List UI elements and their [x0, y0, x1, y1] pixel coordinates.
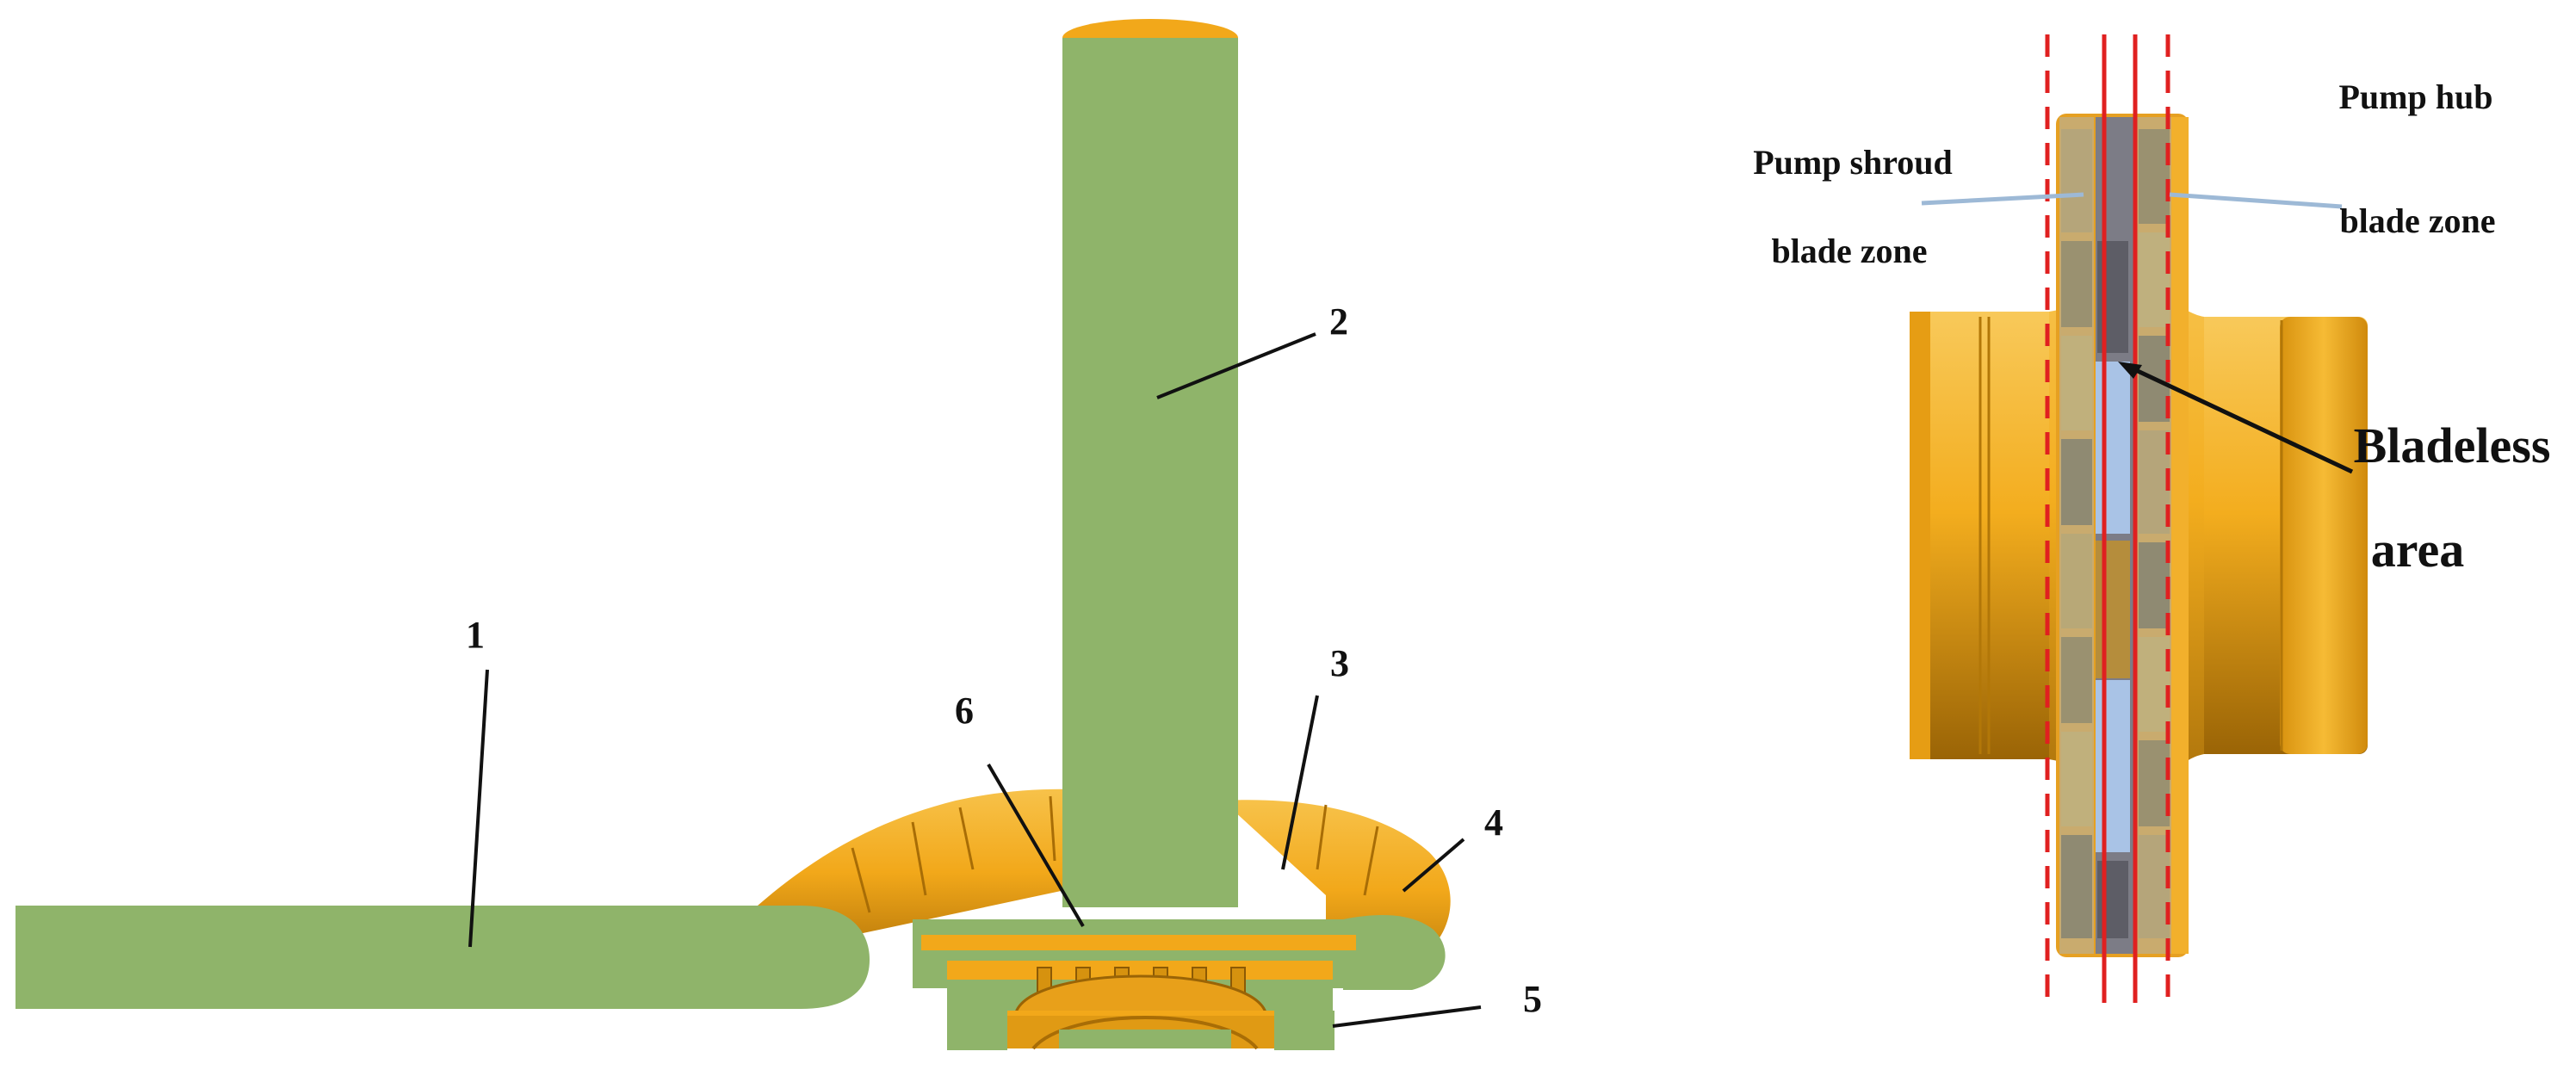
left-pump-model: 1 2 3 4 5 6 — [15, 19, 1542, 1050]
chamber-arc — [1031, 1016, 1259, 1050]
hub-label-line2: blade zone — [2339, 201, 2495, 240]
label-4: 4 — [1484, 801, 1503, 844]
outlet-pipe — [1062, 38, 1238, 907]
volute-tongue-fluid — [1343, 915, 1446, 990]
hub-blade-zone — [2139, 129, 2170, 938]
shroud-label-line2: blade zone — [1771, 232, 1927, 270]
bladeless-passage-1 — [2096, 362, 2130, 534]
bladeless-passage-2 — [2096, 541, 2130, 678]
hub-right-rim — [2280, 317, 2368, 754]
chamber-bottom-green — [1059, 1030, 1231, 1048]
label-1: 1 — [466, 614, 485, 656]
impeller-top-band — [947, 950, 1333, 961]
right-disc-edge — [2171, 117, 2189, 954]
impeller-ring-top — [921, 935, 1356, 950]
bladeless-arrowhead — [2118, 362, 2142, 379]
chamber-wall-left — [947, 1011, 1007, 1050]
bladeless-dark-1 — [2097, 241, 2128, 353]
bladeless-label-line2: area — [2371, 522, 2464, 578]
bladeless-passage-3 — [2096, 680, 2130, 852]
label-2: 2 — [1329, 300, 1348, 343]
leader-lines — [468, 332, 1482, 1028]
bladeless-pointer-line — [2123, 362, 2354, 474]
shroud-label-line1: Pump shroud — [1753, 143, 1953, 182]
bladeless-label-line1: Bladeless — [2354, 417, 2551, 473]
right-impeller-section: Pump shroud blade zone Pump hub blade zo… — [1753, 34, 2550, 1003]
shroud-blade-zone — [2061, 129, 2092, 938]
impeller-eye — [1013, 974, 1268, 1014]
inlet-pipe — [15, 906, 870, 1009]
label-3: 3 — [1330, 642, 1349, 684]
hub-label-line1: Pump hub — [2339, 77, 2493, 116]
label-6: 6 — [955, 690, 974, 732]
volute-seam-lines — [851, 795, 1379, 913]
chamber-wall-right — [1274, 1011, 1334, 1050]
shroud-pointer-line — [1921, 192, 2084, 206]
hub-pointer-line — [2169, 192, 2343, 209]
volute-casing — [758, 789, 1162, 956]
bladeless-dark-2 — [2097, 861, 2128, 938]
hub-left-rim — [1910, 312, 1930, 759]
label-5: 5 — [1523, 978, 1542, 1020]
